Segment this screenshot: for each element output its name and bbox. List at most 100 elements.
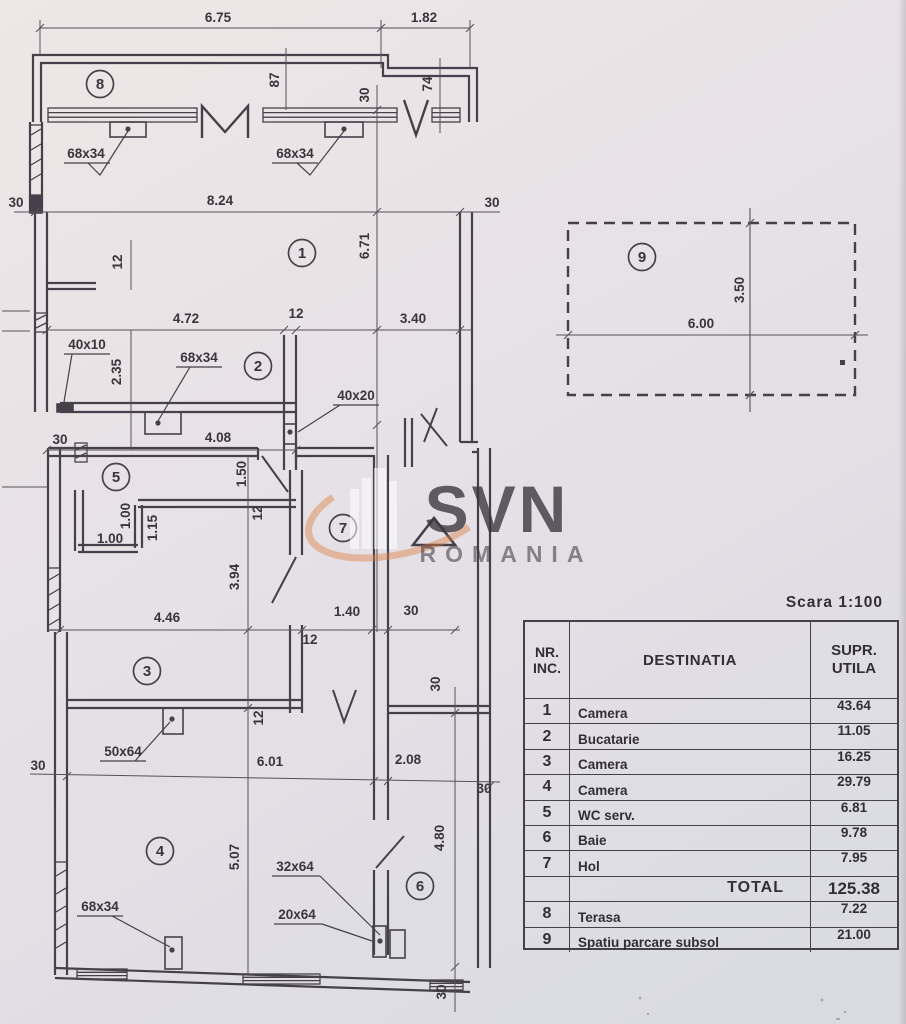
row-dest: Camera	[570, 749, 811, 775]
row-dest: WC serv.	[570, 800, 811, 825]
dim-label: 12	[302, 632, 317, 647]
area-table: NR. INC. DESTINATIA SUPR. UTILA 1 Camera…	[523, 620, 899, 952]
parking-space-outline	[556, 208, 868, 412]
window-size-label: 68x34	[81, 899, 119, 914]
wall-lines	[28, 53, 492, 994]
table-header-row: NR. INC. DESTINATIA SUPR. UTILA	[525, 622, 897, 698]
header-supr: SUPR.	[831, 642, 877, 659]
triangle-symbol	[410, 515, 458, 547]
room-label-3: 3	[132, 656, 162, 686]
row-nr: 6	[525, 825, 570, 851]
dim-label: 12	[250, 505, 265, 520]
watermark-romania-text: ROMANIA	[420, 541, 593, 567]
window-glyphs	[200, 99, 430, 139]
dim-label: 2.08	[395, 752, 422, 767]
row-dest: Camera	[570, 775, 811, 800]
window-size-label: 32x64	[276, 859, 314, 874]
room-number: 5	[112, 469, 120, 486]
window-hatches	[29, 107, 464, 991]
row-supr: 29.79	[837, 774, 871, 790]
label-leaders	[63, 130, 381, 948]
dim-label: 3.40	[400, 311, 426, 326]
room-label-4: 4	[145, 836, 175, 866]
row-supr: 21.00	[837, 926, 871, 942]
window-size-label: 68x34	[67, 146, 105, 161]
table-row: 2 Bucatarie 11.05	[525, 723, 897, 749]
room-number-circles: 8 1 2 5 7 3 4 6 9	[85, 69, 657, 901]
header-inc: INC.	[533, 660, 561, 676]
dim-label: 1.40	[334, 604, 360, 619]
row-supr: 43.64	[837, 698, 871, 713]
dim-label: 74	[420, 76, 435, 92]
svn-logo-swoosh-icon	[305, 494, 471, 562]
m-window-icon	[200, 102, 250, 138]
window-size-label: 50x64	[104, 744, 142, 759]
dim-label: 30	[476, 781, 491, 796]
row-nr: 2	[525, 724, 570, 749]
dim-label: 30	[30, 758, 45, 773]
row-dest: Hol	[570, 851, 811, 876]
row-dest: Camera	[570, 699, 811, 724]
header-supr-utila: SUPR. UTILA	[811, 622, 897, 698]
table-row: 1 Camera 43.64	[525, 698, 897, 724]
window-size-label: 68x34	[276, 146, 314, 161]
dim-label: 30	[8, 195, 23, 210]
dim-label: 4.72	[173, 311, 199, 326]
room-number: 7	[339, 520, 347, 537]
row-nr: 3	[525, 749, 570, 775]
dim-label: 30	[52, 432, 67, 447]
room-label-8: 8	[85, 69, 115, 99]
table-row: 5 WC serv. 6.81	[525, 799, 897, 825]
row-nr: 7	[525, 851, 570, 876]
dimension-labels: 6.75 1.82 87 30 74 68x34 68x34 30 8.24 3…	[8, 10, 747, 1000]
dim-label: 1.15	[145, 514, 160, 541]
watermark-svn-text: SVN	[425, 472, 570, 546]
window-size-label: 68x34	[180, 350, 218, 365]
row-supr: 11.05	[837, 723, 871, 739]
dim-label: 6.00	[688, 316, 714, 331]
row-dest: Terasa	[570, 902, 811, 927]
row-dest: Bucatarie	[570, 724, 811, 749]
room-number: 4	[156, 843, 165, 860]
window-size-label: 40x10	[68, 337, 106, 352]
row-nr: 4	[525, 775, 570, 800]
room-label-6: 6	[405, 871, 435, 901]
table-total-row: TOTAL 125.38	[525, 875, 897, 902]
dim-label: 30	[428, 676, 443, 691]
header-utila: UTILA	[831, 660, 877, 677]
dim-label: 30	[434, 984, 449, 999]
table-row: 9 Spatiu parcare subsol 21.00	[525, 926, 897, 952]
dim-label: 12	[251, 710, 266, 725]
dim-label: 30	[357, 87, 372, 102]
table-row: 4 Camera 29.79	[525, 774, 897, 800]
row-dest: Spatiu parcare subsol	[570, 927, 811, 952]
dim-label: 30	[484, 195, 499, 210]
total-value: 125.38	[828, 878, 880, 898]
row-nr: 9	[525, 927, 570, 952]
dim-label: 12	[110, 254, 125, 269]
scale-note: Scara 1:100	[785, 594, 883, 611]
dim-label: 3.50	[732, 277, 747, 303]
v-window-icon	[402, 99, 430, 139]
room-number: 1	[298, 245, 306, 262]
window-size-label: 20x64	[278, 907, 316, 922]
dim-label: 6.71	[357, 232, 372, 259]
room-number: 9	[638, 249, 646, 266]
total-nr-empty	[525, 876, 570, 902]
dim-label: 4.80	[432, 825, 447, 851]
header-nr: NR.	[534, 644, 560, 660]
header-destinatia: DESTINATIA	[570, 622, 811, 698]
header-nr-inc: NR. INC.	[525, 622, 570, 698]
window-size-label: 40x20	[337, 388, 375, 403]
table-row: 8 Terasa 7.22	[525, 901, 897, 927]
dim-label: 87	[267, 72, 282, 87]
row-nr: 1	[525, 699, 570, 724]
dim-label: 6.01	[257, 754, 284, 769]
total-label: TOTAL	[570, 876, 811, 902]
table-row: 6 Baie 9.78	[525, 824, 897, 851]
dim-label: 3.94	[227, 563, 242, 590]
svn-logo-building-icon	[350, 468, 397, 549]
fixture-boxes	[29, 121, 406, 970]
